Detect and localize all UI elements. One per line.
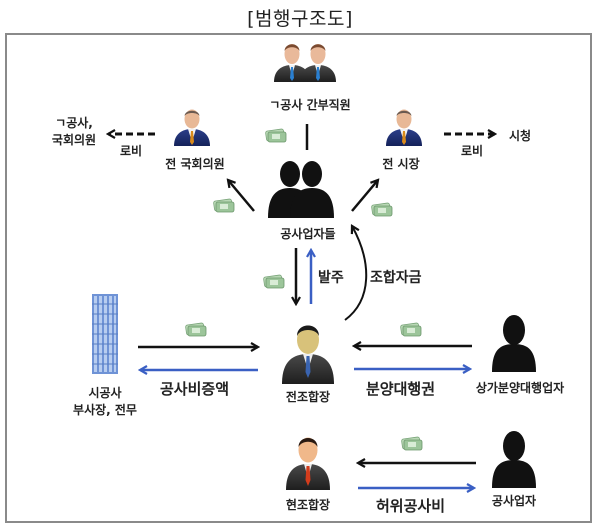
label-fake-cost: 허위공사비 [376,497,446,515]
sales-agency-silhouette-icon [492,315,536,372]
label-former-union-head: 전조합장 [285,390,331,404]
label-lobby-target-left-line2: 국회의원 [51,133,97,147]
label-lobby-target-right: 시청 [509,129,532,143]
label-order: 발주 [318,270,344,286]
contractors-silhouette-icon [268,161,334,218]
money-icon [370,202,393,217]
label-current-union-head: 현조합장 [285,498,331,512]
label-gongsa-executives: ㄱ공사 간부직원 [269,98,351,112]
arrow-union-funds [344,226,368,321]
label-construction-company-line2: 부사장, 전무 [73,403,137,417]
money-icon [212,198,235,213]
label-lobby-target-left-line1: ㄱ공사, [55,116,93,130]
money-icon [400,436,423,451]
contractor-silhouette-icon [492,431,536,488]
label-lobby-left: 로비 [120,144,143,158]
arrow-contractors-to-mayor [351,180,378,212]
money-icon [184,322,207,337]
label-contractors: 공사업자들 [280,227,336,241]
label-lobby-right: 로비 [461,144,484,158]
former-union-head-icon [282,325,334,384]
diagram-frame [5,33,592,523]
building-icon [92,294,118,374]
label-construction-company-line1: 시공사 [88,386,122,400]
label-union-funds: 조합자금 [370,270,422,286]
current-union-head-icon [286,437,330,490]
label-former-mayor: 전 시장 [382,157,420,171]
label-cost-increase: 공사비증액 [160,380,230,398]
arrow-contractors-to-lawmaker [228,180,255,212]
label-lobby-target-left: ㄱ공사, 국회의원 [44,115,104,149]
label-sales-agency: 상가분양대행업자 [475,381,565,395]
label-construction-company: 시공사 부사장, 전무 [60,385,150,419]
former-lawmaker-icon [174,109,210,146]
label-sales-rights: 분양대행권 [366,380,436,398]
money-icon [264,128,287,143]
money-icon [262,274,285,289]
money-icon [399,322,422,337]
diagram-title: [범행구조도] [247,8,353,30]
former-mayor-icon [386,109,422,146]
label-contractor: 공사업자 [491,494,537,508]
executives-icon [274,44,336,82]
label-former-lawmaker: 전 국회의원 [165,157,225,171]
